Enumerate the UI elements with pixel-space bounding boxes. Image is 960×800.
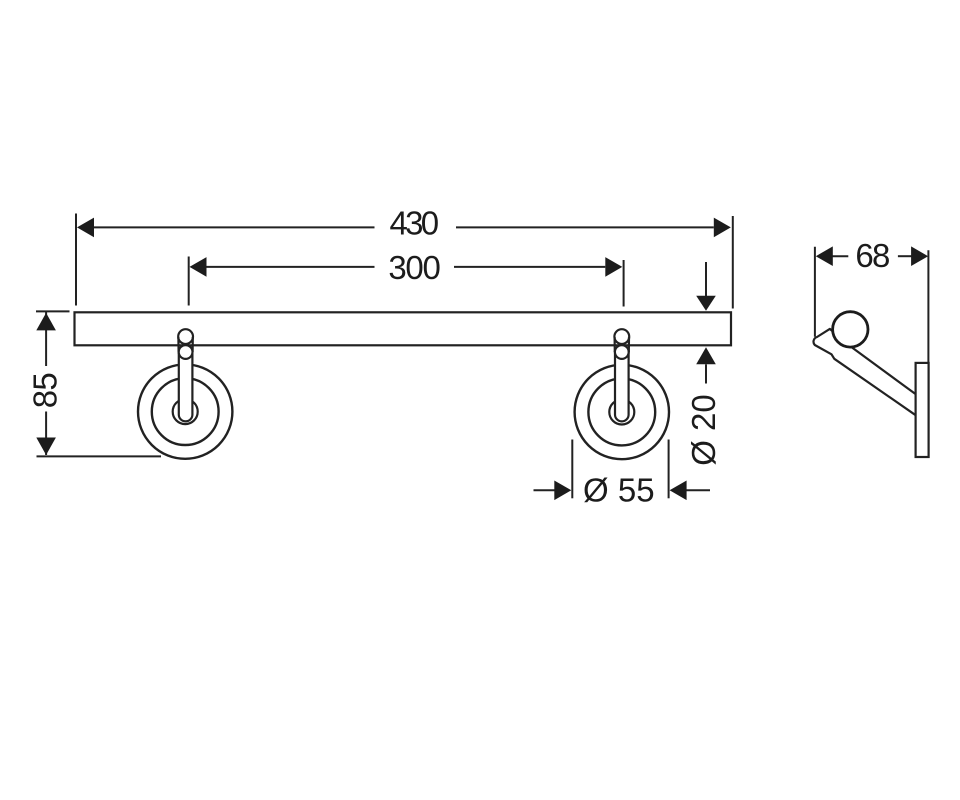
svg-text:300: 300: [388, 249, 441, 286]
svg-text:85: 85: [26, 372, 63, 408]
svg-text:Ø 55: Ø 55: [583, 471, 655, 508]
svg-text:Ø 20: Ø 20: [685, 394, 722, 466]
svg-text:430: 430: [390, 205, 440, 242]
svg-text:68: 68: [855, 237, 890, 274]
